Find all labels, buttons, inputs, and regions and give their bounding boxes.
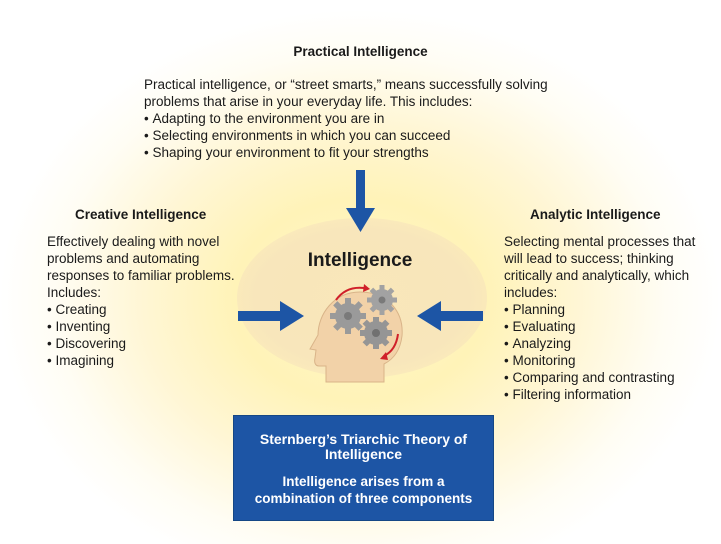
list-item: Planning	[504, 301, 714, 318]
analytic-heading: Analytic Intelligence	[530, 207, 661, 222]
arrow-left-icon	[417, 301, 483, 331]
list-item: Shaping your environment to fit your str…	[144, 144, 564, 161]
head-with-gears-icon	[309, 284, 403, 383]
list-item: Adapting to the environment you are in	[144, 110, 564, 127]
analytic-list: Planning Evaluating Analyzing Monitoring…	[504, 301, 714, 403]
list-item: Evaluating	[504, 318, 714, 335]
list-item: Creating	[47, 301, 257, 318]
summary-title: Sternberg’s Triarchic Theory of Intellig…	[259, 431, 468, 462]
creative-heading: Creative Intelligence	[75, 207, 207, 222]
creative-intro: Effectively dealing with novel problems …	[47, 234, 235, 300]
creative-description: Effectively dealing with novel problems …	[47, 233, 257, 369]
center-label: Intelligence	[307, 250, 413, 271]
practical-description: Practical intelligence, or “street smart…	[144, 76, 564, 161]
analytic-intro: Selecting mental processes that will lea…	[504, 234, 696, 300]
list-item: Analyzing	[504, 335, 714, 352]
practical-list: Adapting to the environment you are in S…	[144, 110, 564, 161]
arrow-right-icon	[238, 301, 304, 331]
list-item: Comparing and contrasting	[504, 369, 714, 386]
summary-box: Sternberg’s Triarchic Theory of Intellig…	[233, 415, 494, 521]
list-item: Selecting environments in which you can …	[144, 127, 564, 144]
arrow-down-icon	[346, 170, 375, 232]
list-item: Monitoring	[504, 352, 714, 369]
list-item: Filtering information	[504, 386, 714, 403]
summary-subtitle: Intelligence arises from a combination o…	[254, 474, 473, 506]
list-item: Imagining	[47, 352, 257, 369]
practical-intro: Practical intelligence, or “street smart…	[144, 77, 548, 109]
analytic-description: Selecting mental processes that will lea…	[504, 233, 714, 403]
creative-list: Creating Inventing Discovering Imagining	[47, 301, 257, 369]
practical-heading: Practical Intelligence	[293, 44, 428, 59]
list-item: Inventing	[47, 318, 257, 335]
list-item: Discovering	[47, 335, 257, 352]
